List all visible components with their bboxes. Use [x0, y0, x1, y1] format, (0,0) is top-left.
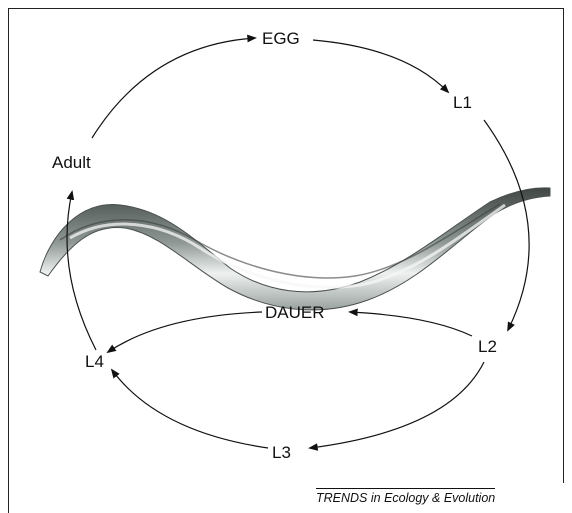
- arrow-l1-to-l2: [484, 120, 529, 330]
- credit-line: TRENDS in Ecology & Evolution: [316, 488, 495, 505]
- stage-label-adult: Adult: [52, 153, 91, 172]
- stage-label-l2: L2: [478, 337, 497, 356]
- stage-label-l1: L1: [453, 93, 472, 112]
- worm-image: [40, 188, 550, 310]
- stage-label-l4: L4: [85, 352, 104, 371]
- arrow-dauer-to-l4: [108, 312, 262, 352]
- arrow-adult-to-egg: [92, 38, 255, 138]
- worm-body: [40, 188, 550, 310]
- arrow-l2-to-dauer: [350, 312, 472, 336]
- stage-label-egg: EGG: [262, 29, 300, 48]
- stage-label-dauer: DAUER: [265, 303, 325, 322]
- arrow-l3-to-l4: [112, 370, 268, 448]
- arrow-egg-to-l1: [313, 40, 448, 92]
- arrow-l2-to-l3: [310, 362, 484, 448]
- stage-label-l3: L3: [272, 443, 291, 462]
